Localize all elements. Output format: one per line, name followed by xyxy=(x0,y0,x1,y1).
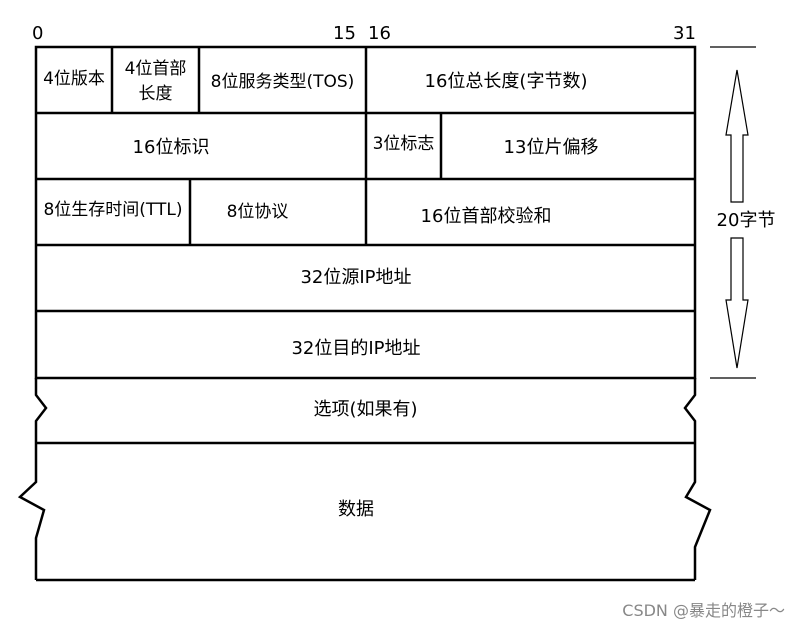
watermark: CSDN @暴走的橙子～ xyxy=(622,601,785,620)
header-size-label: 20字节 xyxy=(716,210,776,231)
field-total-length: 16位总长度(字节数) xyxy=(424,71,588,92)
field-header-length-line2: 长度 xyxy=(138,84,173,104)
field-version: 4位版本 xyxy=(43,69,105,89)
up-arrow-icon xyxy=(725,69,749,203)
bit-label-15: 15 xyxy=(333,23,356,44)
field-fragment-offset: 13位片偏移 xyxy=(503,137,599,158)
field-flags: 3位标志 xyxy=(372,134,435,154)
bit-label-31: 31 xyxy=(673,23,696,44)
bit-label-16: 16 xyxy=(368,23,391,44)
field-source-ip: 32位源IP地址 xyxy=(300,267,412,288)
field-identification: 16位标识 xyxy=(132,137,210,158)
options-right-edge xyxy=(683,378,697,443)
field-protocol: 8位协议 xyxy=(226,202,289,222)
field-dest-ip: 32位目的IP地址 xyxy=(291,338,421,359)
field-data: 数据 xyxy=(338,499,374,520)
down-arrow-icon xyxy=(725,237,749,369)
options-left-edge xyxy=(34,378,48,443)
field-header-length-line1: 4位首部 xyxy=(124,59,187,79)
data-right-edge xyxy=(684,443,712,580)
data-left-edge xyxy=(17,443,46,580)
field-tos: 8位服务类型(TOS) xyxy=(210,72,355,92)
field-ttl: 8位生存时间(TTL) xyxy=(43,200,183,220)
field-options: 选项(如果有) xyxy=(313,399,418,420)
bit-label-0: 0 xyxy=(32,23,44,44)
field-checksum: 16位首部校验和 xyxy=(420,206,552,227)
